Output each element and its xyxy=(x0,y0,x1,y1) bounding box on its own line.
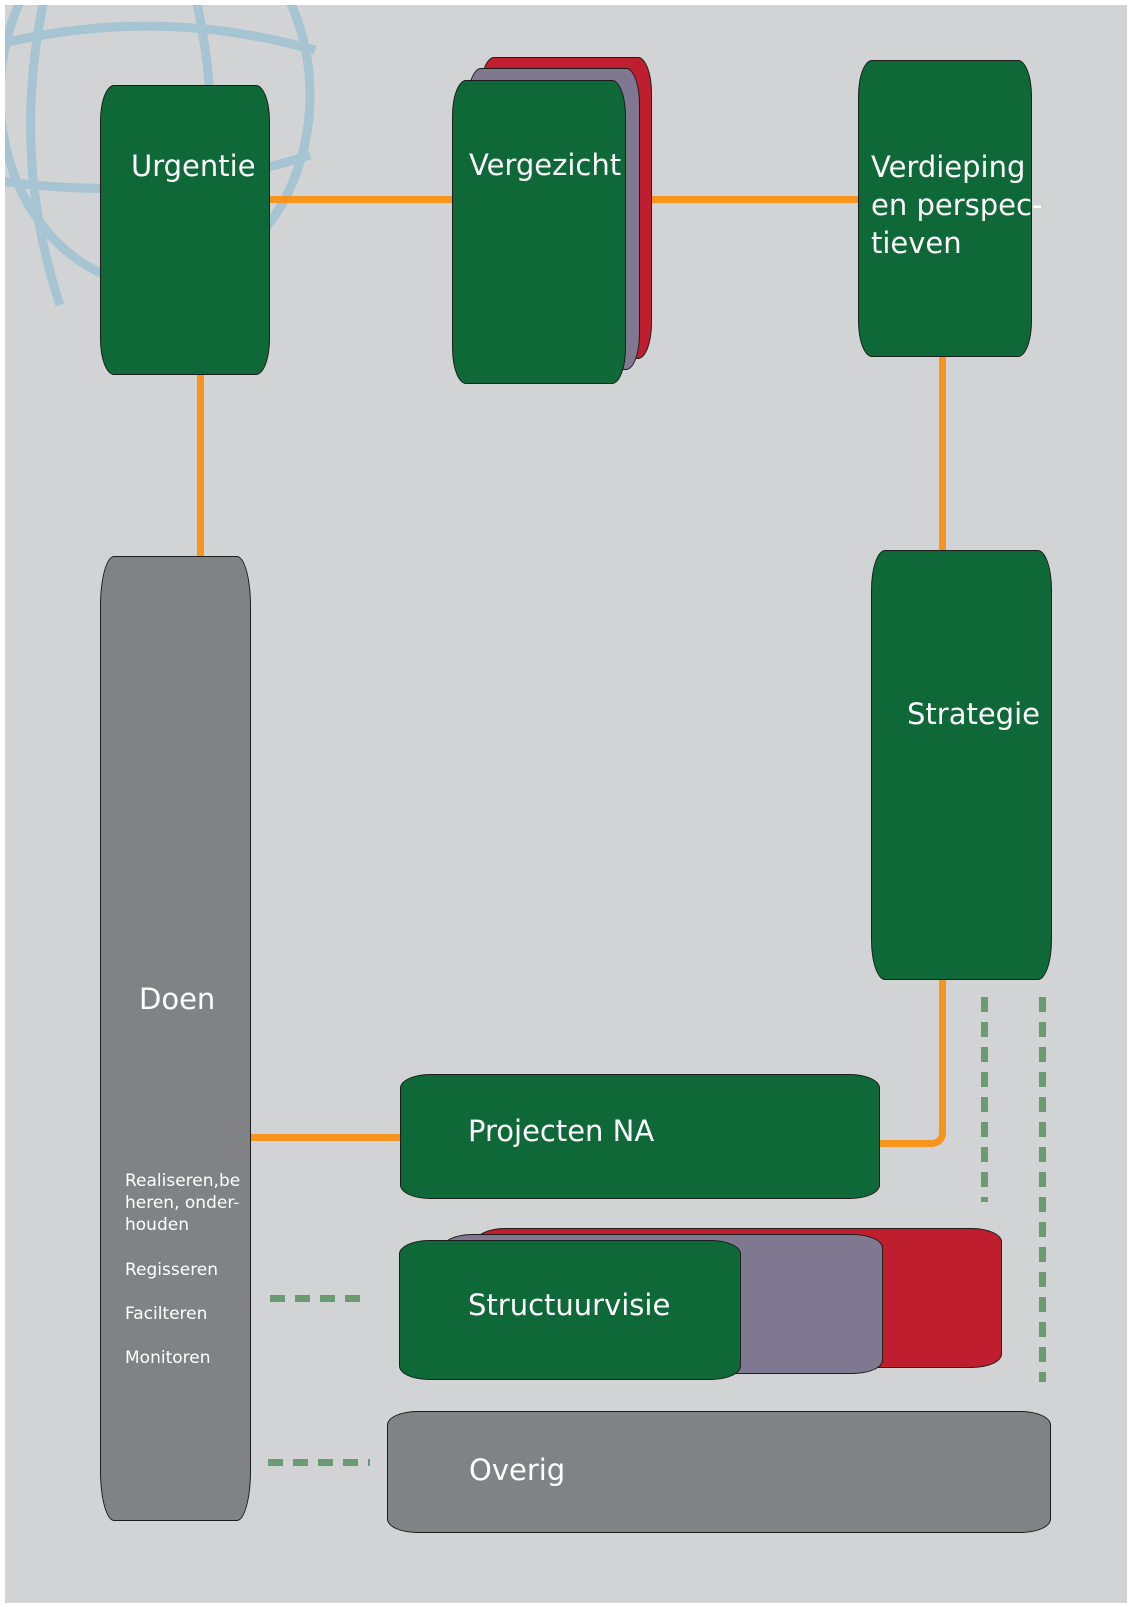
projecten-na-label: Projecten NA xyxy=(468,1114,655,1148)
doen-item-monitoren: Monitoren xyxy=(125,1348,211,1368)
doen-item-facilteren: Facilteren xyxy=(125,1304,208,1324)
doen-item-realiseren-line-1: Realiseren,be xyxy=(125,1171,241,1191)
verdieping-label-line-1: Verdieping xyxy=(871,150,1026,184)
structuurvisie-node: Structuurvisie xyxy=(399,1240,741,1380)
doen-label: Doen xyxy=(139,982,216,1016)
structuurvisie-label: Structuurvisie xyxy=(468,1288,671,1322)
doen-item-realiseren-line-2: heren, onder- xyxy=(125,1193,240,1213)
projecten-na-node: Projecten NA xyxy=(400,1074,880,1199)
doen-item-regisseren: Regisseren xyxy=(125,1260,219,1280)
verdieping-label-line-2: en perspec- xyxy=(871,188,1043,222)
overig-label: Overig xyxy=(469,1453,566,1487)
verdieping-label-line-3: tieven xyxy=(871,226,962,260)
strategie-label: Strategie xyxy=(907,697,1040,731)
connector-urgentie-vergezicht xyxy=(270,196,455,203)
connector-vergezicht-verdieping xyxy=(650,196,860,203)
connector-strategie-projecten xyxy=(875,980,946,1147)
verdieping-node: Verdieping en perspec- tieven xyxy=(858,60,1042,357)
dashed-connector-strategie-structuurvisie xyxy=(1039,997,1046,1382)
connector-urgentie-doen xyxy=(197,375,204,560)
vergezicht-label: Vergezicht xyxy=(469,148,622,182)
connector-verdieping-strategie xyxy=(939,357,946,555)
dashed-connector-doen-structuurvisie xyxy=(270,1295,370,1302)
dashed-connector-doen-overig xyxy=(268,1459,370,1466)
overig-node: Overig xyxy=(387,1411,1051,1533)
strategie-node: Strategie xyxy=(871,550,1052,980)
urgentie-node: Urgentie xyxy=(100,85,270,375)
urgentie-label: Urgentie xyxy=(131,149,256,183)
vergezicht-node: Vergezicht xyxy=(452,80,626,384)
dashed-connector-strategie-projecten xyxy=(981,997,988,1202)
connector-doen-projecten xyxy=(250,1134,405,1141)
doen-node: Doen Realiseren,be heren, onder- houden … xyxy=(100,556,251,1521)
diagram-canvas: Urgentie Vergezicht Verdieping en perspe… xyxy=(5,5,1127,1603)
doen-item-realiseren-line-3: houden xyxy=(125,1215,189,1235)
